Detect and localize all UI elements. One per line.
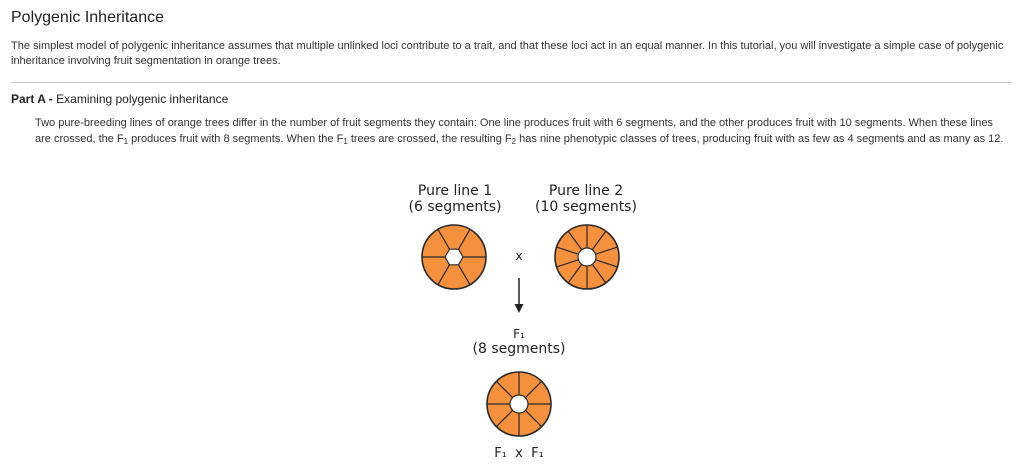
part-a-title: Examining polygenic inheritance [56, 92, 229, 106]
segment-divider [437, 264, 451, 286]
pure-line-1-segments: (6 segments) [408, 199, 502, 215]
down-arrow-icon [514, 278, 524, 313]
f1-cross-label: F₁ x F₁ [494, 446, 544, 461]
fruit-core [444, 248, 464, 266]
segment-divider [567, 230, 583, 251]
segment-divider [595, 259, 618, 268]
fruit-core [577, 247, 597, 267]
segment-divider [457, 228, 471, 250]
segment-divider [495, 409, 514, 428]
segment-divider [556, 246, 579, 255]
intro-paragraph: The simplest model of polygenic inherita… [11, 40, 1004, 67]
part-a-text-1: Two pure-breeding lines of orange trees … [35, 117, 993, 145]
part-a-subscript-3: 2 [511, 137, 517, 146]
fruit-core [509, 394, 529, 414]
segment-divider [524, 380, 543, 399]
segment-divider [595, 246, 618, 255]
segment-divider [457, 264, 471, 286]
fruit-f1 [486, 371, 552, 437]
pure-line-2-name: Pure line 2 [548, 183, 624, 199]
segment-divider [591, 230, 607, 251]
segment-divider [567, 263, 583, 284]
section-divider [11, 82, 1012, 83]
f1-label: F₁ (8 segments) [459, 327, 579, 357]
part-a-subscript-1: 1 [123, 137, 129, 146]
pure-line-2-label: Pure line 2 (10 segments) [526, 183, 646, 215]
fruit-pure-line-2 [554, 224, 620, 290]
page-title: Polygenic Inheritance [11, 9, 164, 26]
pure-line-2-segments: (10 segments) [535, 199, 637, 215]
segment-divider [591, 263, 607, 284]
fruit-pure-line-1 [421, 224, 487, 290]
part-a-text-4: has nine phenotypic classes of trees, pr… [516, 133, 1004, 145]
part-a-heading[interactable]: Part A - Examining polygenic inheritance [11, 92, 228, 106]
part-a-text-3: trees are crossed, the resulting F [347, 133, 512, 145]
part-a-label: Part A - [11, 92, 53, 106]
pure-line-1-name: Pure line 1 [417, 183, 493, 199]
f1-segments: (8 segments) [472, 341, 566, 357]
part-a-text-2: produces fruit with 8 segments. When the… [128, 133, 344, 145]
segment-divider [556, 259, 579, 268]
part-a-text: Two pure-breeding lines of orange trees … [35, 115, 1010, 147]
cross-symbol: x [515, 249, 523, 263]
segment-divider [437, 228, 451, 250]
segment-divider [524, 409, 543, 428]
f1-name: F₁ [513, 327, 525, 341]
segment-divider [495, 380, 514, 399]
part-a-subscript-2: 1 [343, 137, 348, 146]
pure-line-1-label: Pure line 1 (6 segments) [395, 183, 515, 215]
